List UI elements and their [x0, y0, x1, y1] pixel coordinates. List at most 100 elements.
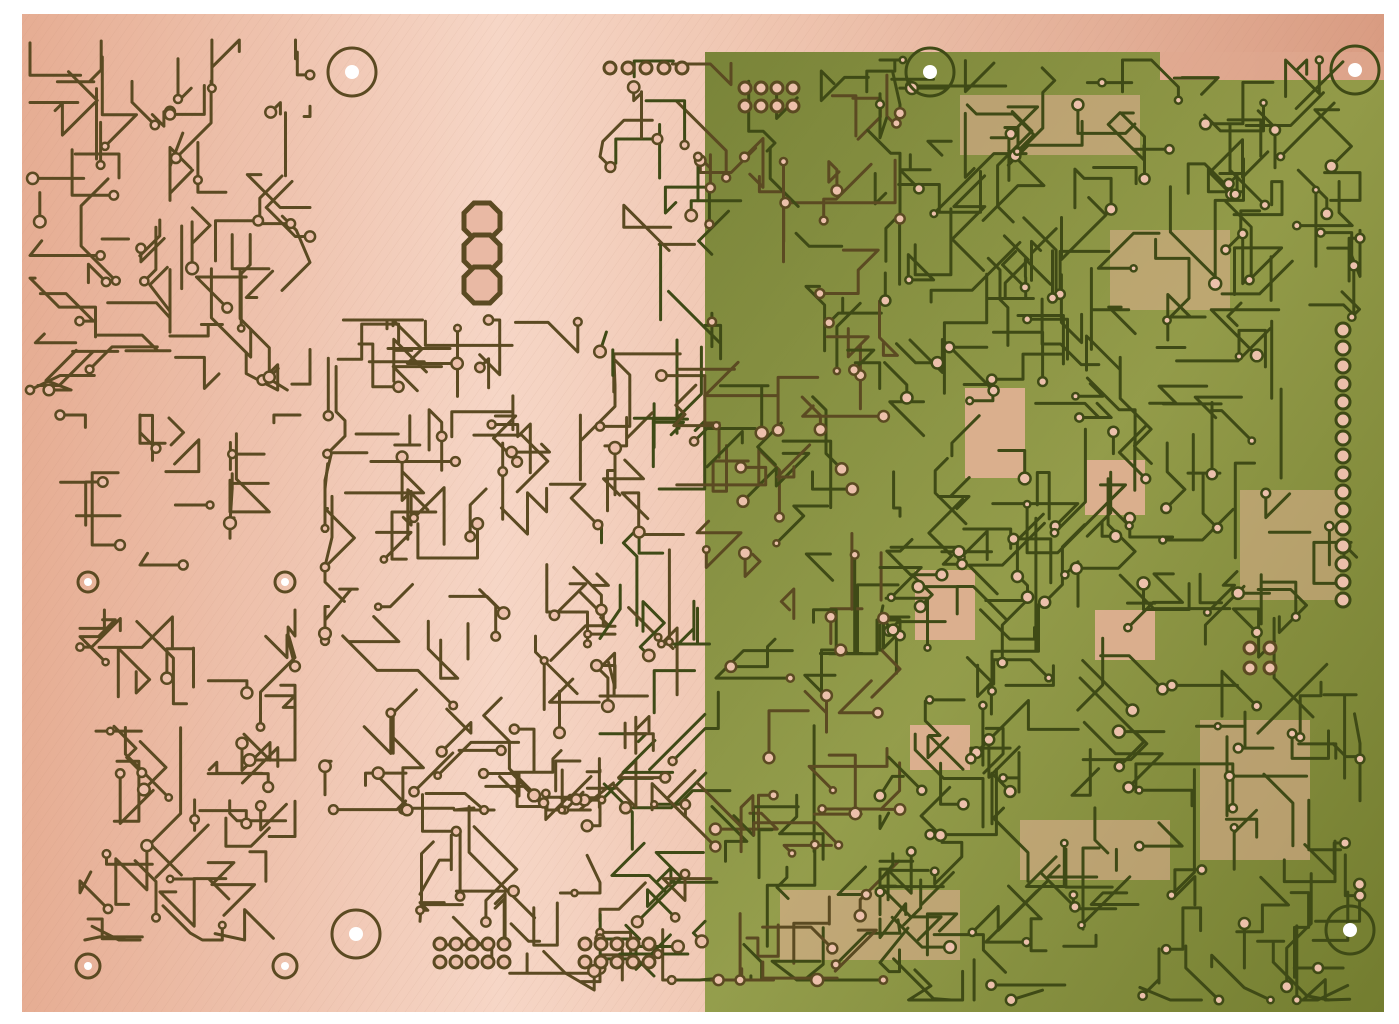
solder-pad — [150, 912, 162, 923]
solder-pad — [452, 323, 463, 333]
solder-pad — [982, 733, 996, 747]
solder-pad — [1338, 836, 1352, 850]
solder-pad — [1354, 753, 1366, 765]
trace — [210, 38, 241, 90]
trace — [825, 327, 870, 359]
solder-pad — [824, 610, 838, 624]
header-pin — [577, 936, 593, 952]
trace — [1301, 978, 1352, 1002]
trace — [344, 470, 426, 495]
solder-pad — [255, 721, 266, 733]
trace — [622, 203, 673, 252]
trace — [598, 118, 654, 169]
solder-pad — [105, 726, 115, 736]
trace — [248, 850, 268, 883]
trace — [761, 925, 834, 950]
solder-pad — [1266, 995, 1275, 1005]
solder-pads — [24, 55, 1367, 1007]
solder-pad — [772, 538, 781, 548]
trace — [28, 374, 96, 392]
solder-pad — [1166, 889, 1177, 901]
solder-pad — [478, 804, 490, 816]
solder-pad — [508, 723, 521, 735]
header-pin — [753, 80, 769, 96]
solder-pad — [539, 655, 549, 666]
trace — [811, 470, 854, 491]
trace — [1175, 327, 1272, 363]
solder-pad — [537, 797, 550, 809]
solder-pad — [583, 629, 593, 639]
solder-pad — [849, 549, 860, 560]
edge-connector-pin — [1334, 591, 1352, 609]
header-pin — [464, 954, 480, 970]
solder-pad — [1268, 123, 1282, 137]
solder-pad — [597, 795, 607, 805]
solder-pad — [652, 948, 664, 960]
solder-pad — [933, 828, 948, 843]
solder-pad — [834, 462, 849, 477]
trace — [779, 587, 796, 620]
trace — [965, 656, 1051, 686]
trace — [418, 833, 453, 896]
solder-pad — [819, 688, 834, 703]
solder-pad — [1160, 502, 1173, 515]
mounting-hole — [1324, 904, 1376, 956]
trace — [655, 866, 719, 884]
solder-pad — [913, 599, 928, 614]
trace — [1226, 118, 1263, 158]
solder-pad — [526, 788, 542, 803]
solder-pad — [1163, 143, 1175, 155]
trace — [835, 301, 862, 373]
trace — [767, 709, 810, 760]
trace — [325, 365, 347, 456]
trace — [659, 606, 711, 646]
solder-pad — [136, 782, 151, 797]
trace — [1198, 572, 1223, 605]
trace — [1295, 58, 1309, 76]
solder-pad — [762, 751, 776, 765]
solder-pad — [1311, 185, 1321, 195]
trace — [1024, 841, 1066, 888]
trace — [1001, 250, 1027, 289]
trace — [97, 615, 174, 651]
solder-pad — [1004, 993, 1018, 1007]
solder-pad — [738, 151, 751, 163]
trace — [1082, 720, 1164, 789]
trace — [752, 821, 841, 847]
edge-connector-pin — [1334, 537, 1352, 555]
trace — [919, 785, 952, 837]
solder-pad — [898, 55, 908, 65]
solder-pad — [1165, 679, 1179, 692]
trace — [323, 462, 330, 530]
trace — [671, 690, 720, 763]
solder-pad — [496, 606, 511, 621]
mounting-hole — [271, 952, 299, 980]
trace — [926, 139, 953, 157]
solder-pad — [768, 789, 779, 801]
trace — [1085, 376, 1153, 465]
header-pin — [674, 60, 690, 76]
solder-pad — [189, 813, 201, 825]
solder-pad — [720, 172, 732, 183]
trace — [602, 458, 645, 497]
trace — [28, 276, 97, 339]
solder-pad — [1049, 527, 1060, 538]
solder-pad — [570, 888, 579, 898]
trace — [130, 79, 157, 127]
edge-connector-pin — [1334, 483, 1352, 501]
trace — [58, 413, 87, 429]
trace — [468, 487, 488, 539]
trace — [73, 152, 121, 180]
trace — [743, 551, 762, 578]
trace — [878, 774, 905, 798]
solder-pad — [737, 545, 753, 561]
trace — [174, 355, 221, 390]
solder-pad — [548, 609, 561, 622]
solder-pad — [998, 772, 1009, 783]
solder-pad — [894, 212, 906, 225]
solder-pad — [497, 466, 509, 477]
solder-pad — [996, 656, 1009, 669]
trace — [621, 526, 640, 627]
trace — [829, 607, 864, 645]
solder-pad — [1122, 780, 1135, 794]
